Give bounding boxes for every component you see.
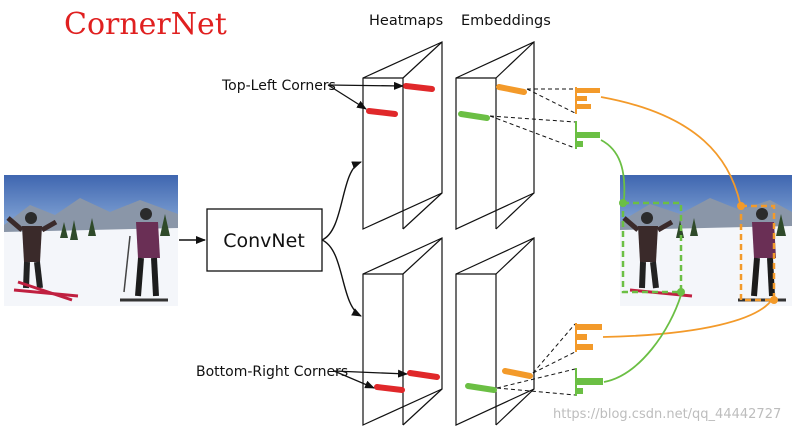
embeddings-header: Embeddings — [461, 13, 551, 29]
bottom-right-corners-label: Bottom-Right Corners — [196, 364, 348, 380]
convnet-box — [206, 208, 323, 272]
top-left-heatmap-box — [362, 41, 443, 230]
bottom-embedding-vectors — [496, 323, 603, 396]
convnet-to-top-arrow — [321, 161, 362, 241]
top-embedding-marks — [458, 84, 527, 121]
orange-detection-box — [739, 204, 776, 302]
bottom-right-embedding-box — [455, 237, 535, 426]
green-detection-box — [621, 201, 683, 294]
orange-group-curve-bottom — [602, 297, 774, 338]
convnet-to-bottom-arrow — [321, 239, 362, 317]
watermark-text: https://blog.csdn.net/qq_44442727 — [553, 407, 781, 422]
green-group-curve-top — [600, 139, 626, 201]
top-left-pointer-2 — [327, 84, 367, 110]
output-photo — [619, 175, 792, 306]
bottom-right-pointer-2 — [333, 370, 375, 389]
top-left-pointer-1 — [327, 81, 404, 90]
bottom-right-pointer-1 — [333, 369, 408, 378]
green-group-curve-bottom — [603, 294, 682, 383]
top-embedding-vectors — [489, 87, 600, 149]
diagram-title: CornerNet — [64, 7, 227, 42]
bottom-right-heatmap-box — [362, 237, 443, 426]
input-photo — [4, 175, 178, 306]
heatmaps-header: Heatmaps — [369, 13, 443, 29]
bottom-embedding-marks — [465, 368, 533, 393]
top-left-embedding-box — [455, 41, 535, 230]
convnet-label: ConvNet — [223, 230, 305, 252]
bottom-heatmap-marks — [374, 370, 440, 393]
orange-group-curve-top — [600, 96, 741, 204]
top-heatmap-marks — [366, 83, 435, 117]
top-left-corners-label: Top-Left Corners — [221, 78, 336, 94]
